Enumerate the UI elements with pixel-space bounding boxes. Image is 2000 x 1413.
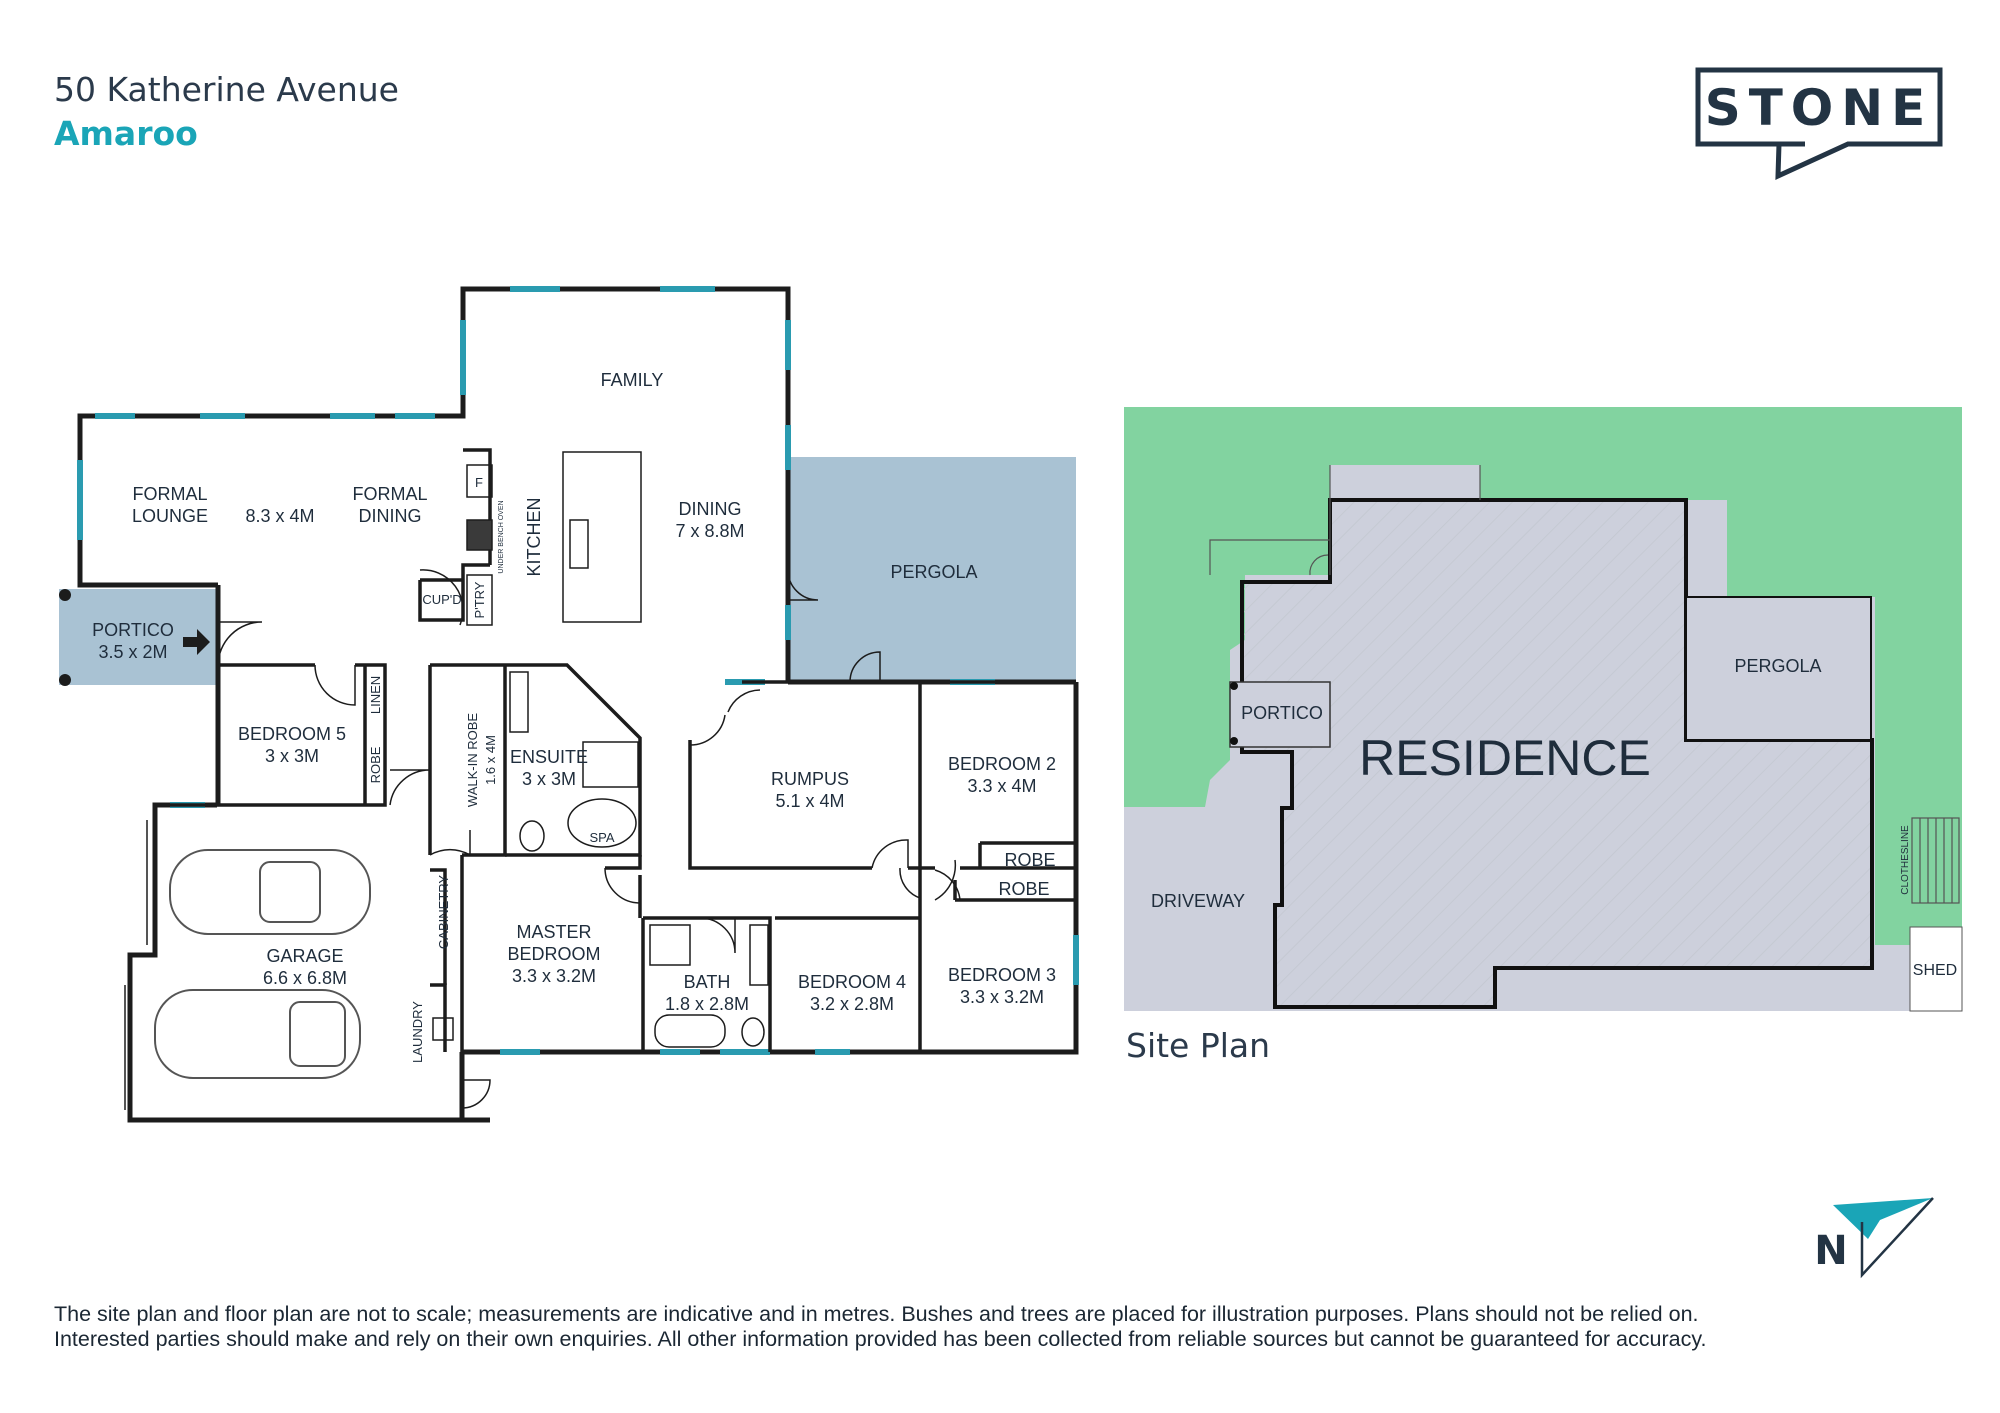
label-rumpus: RUMPUS bbox=[771, 769, 849, 789]
fridge-box bbox=[466, 464, 493, 498]
label-rumpus-size: 5.1 x 4M bbox=[775, 791, 844, 811]
label-cabinetry: CABINETRY bbox=[436, 875, 451, 949]
label-bedroom2: BEDROOM 2 bbox=[948, 754, 1056, 774]
label-linen: LINEN bbox=[368, 676, 383, 714]
cooktop-icon bbox=[466, 519, 493, 551]
label-shed: SHED bbox=[1913, 962, 1957, 979]
label-formal-dining: FORMAL bbox=[352, 484, 427, 504]
interior-walls bbox=[155, 448, 1076, 1052]
shower-bath-icon bbox=[649, 924, 691, 966]
site-portico bbox=[1229, 681, 1331, 748]
label-bedroom4-size: 3.2 x 2.8M bbox=[810, 994, 894, 1014]
label-residence: RESIDENCE bbox=[1359, 730, 1651, 786]
post-icon bbox=[1230, 682, 1238, 690]
label-cupd: CUP'D bbox=[422, 592, 461, 607]
label-bedroom3-size: 3.3 x 3.2M bbox=[960, 987, 1044, 1007]
label-kitchen: KITCHEN bbox=[524, 497, 544, 576]
laundry-tub-icon bbox=[432, 1017, 454, 1041]
pergola-area bbox=[788, 457, 1076, 682]
site-plan-title: Site Plan bbox=[1126, 1026, 1270, 1065]
label-robe: ROBE bbox=[368, 746, 383, 783]
compass-label: N bbox=[1814, 1228, 1847, 1274]
disclaimer-line: Interested parties should make and rely … bbox=[54, 1327, 1707, 1351]
label-bath-size: 1.8 x 2.8M bbox=[665, 994, 749, 1014]
toilet-icon bbox=[519, 820, 545, 852]
label-spa: SPA bbox=[589, 830, 614, 845]
entrance-arrow-icon bbox=[183, 629, 210, 655]
car-icon bbox=[169, 849, 371, 935]
driveway-area bbox=[1124, 705, 1290, 1011]
stone-logo: STONE bbox=[1695, 67, 1943, 180]
label-portico: PORTICO bbox=[92, 620, 174, 640]
label-bedroom2-size: 3.3 x 4M bbox=[967, 776, 1036, 796]
floor-plan: FAMILY FORMAL LOUNGE 8.3 x 4M FORMAL DIN… bbox=[59, 286, 1079, 1123]
label-site-pergola: PERGOLA bbox=[1734, 656, 1821, 676]
label-driveway: DRIVEWAY bbox=[1151, 891, 1245, 911]
label-pergola: PERGOLA bbox=[890, 562, 977, 582]
label-family: FAMILY bbox=[601, 370, 664, 390]
label-master-bedroom: BEDROOM bbox=[507, 944, 600, 964]
site-lines bbox=[1209, 465, 1481, 576]
label-formal-lounge-size: 8.3 x 4M bbox=[245, 506, 314, 526]
label-formal-lounge: FORMAL bbox=[132, 484, 207, 504]
bath-toilet-icon bbox=[741, 1017, 765, 1047]
label-walk-in-robe-size: 1.6 x 4M bbox=[483, 735, 498, 785]
label-formal-dining: DINING bbox=[359, 506, 422, 526]
label-bedroom5: BEDROOM 5 bbox=[238, 724, 346, 744]
label-dining: DINING bbox=[679, 499, 742, 519]
car-icon bbox=[154, 989, 361, 1079]
label-master-bedroom: MASTER bbox=[516, 922, 591, 942]
shower-icon bbox=[582, 741, 639, 788]
label-garage-size: 6.6 x 6.8M bbox=[263, 968, 347, 988]
label-site-portico: PORTICO bbox=[1241, 703, 1323, 723]
site-pergola bbox=[1685, 596, 1872, 741]
label-garage: GARAGE bbox=[266, 946, 343, 966]
site-plan: RESIDENCE PORTICO PERGOLA DRIVEWAY CLOTH… bbox=[1124, 407, 1963, 1065]
bath-vanity-icon bbox=[749, 924, 769, 986]
disclaimer-line: The site plan and floor plan are not to … bbox=[54, 1302, 1699, 1326]
label-ptry: P'TRY bbox=[472, 581, 487, 618]
label-under-bench-oven: UNDER BENCH OVEN bbox=[498, 500, 505, 573]
label-bedroom3: BEDROOM 3 bbox=[948, 965, 1056, 985]
label-walk-in-robe: WALK-IN ROBE bbox=[465, 713, 480, 807]
post-icon bbox=[59, 589, 71, 601]
label-ensuite-size: 3 x 3M bbox=[522, 769, 576, 789]
label-bath: BATH bbox=[684, 972, 731, 992]
sink-icon bbox=[569, 519, 589, 569]
bathroom-fixtures bbox=[432, 671, 769, 1048]
clothesline-icon bbox=[1911, 817, 1960, 904]
label-robe2: ROBE bbox=[1004, 850, 1055, 870]
label-clothesline: CLOTHESLINE bbox=[1900, 825, 1911, 895]
property-suburb: Amaroo bbox=[54, 114, 198, 153]
property-address: 50 Katherine Avenue bbox=[54, 70, 399, 109]
label-bedroom4: BEDROOM 4 bbox=[798, 972, 906, 992]
kitchen-island bbox=[562, 451, 642, 623]
label-portico-size: 3.5 x 2M bbox=[98, 642, 167, 662]
label-ensuite: ENSUITE bbox=[510, 747, 588, 767]
bathtub-icon bbox=[654, 1014, 726, 1048]
label-fridge: F bbox=[475, 475, 483, 490]
label-dining-size: 7 x 8.8M bbox=[675, 521, 744, 541]
label-master-bedroom-size: 3.3 x 3.2M bbox=[512, 966, 596, 986]
north-compass-icon: N bbox=[1814, 1197, 1934, 1279]
spa-icon bbox=[567, 798, 637, 848]
vanity-icon bbox=[509, 671, 529, 733]
site-shed bbox=[1909, 926, 1963, 1012]
label-formal-lounge: LOUNGE bbox=[132, 506, 208, 526]
label-laundry: LAUNDRY bbox=[410, 1001, 425, 1063]
post-icon bbox=[59, 674, 71, 686]
label-robe3: ROBE bbox=[998, 879, 1049, 899]
label-bedroom5-size: 3 x 3M bbox=[265, 746, 319, 766]
disclaimer: The site plan and floor plan are not to … bbox=[54, 1302, 1954, 1352]
post-icon bbox=[1230, 737, 1238, 745]
kitchen-fixtures bbox=[466, 451, 642, 626]
pantry-box bbox=[466, 574, 493, 626]
logo-text: STONE bbox=[1705, 79, 1934, 137]
door-swings bbox=[217, 569, 961, 1109]
